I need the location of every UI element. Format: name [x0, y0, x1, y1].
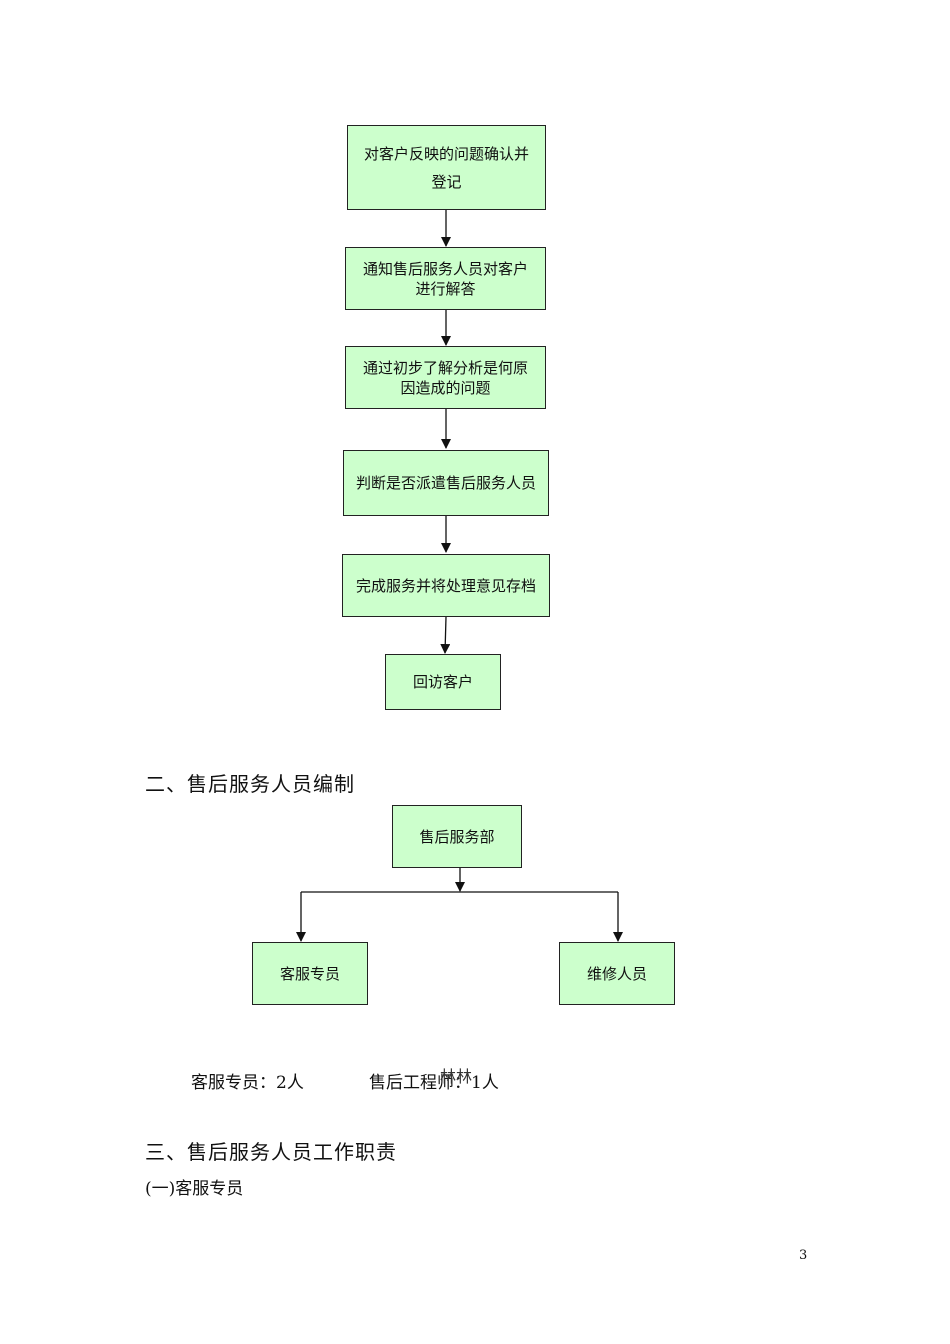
flow-step-2: 通知售后服务人员对客户进行解答: [345, 247, 546, 310]
watermark-text: 林林: [440, 1067, 473, 1086]
subsection-customer-service: (一)客服专员: [145, 1179, 244, 1199]
org-customer-service: 客服专员: [252, 942, 368, 1005]
flow-step-4: 判断是否派遣售后服务人员: [343, 450, 549, 516]
org-root-dept: 售后服务部: [392, 805, 522, 868]
section-3-heading: 三、售后服务人员工作职责: [145, 1140, 397, 1164]
section-2-heading: 二、售后服务人员编制: [145, 772, 355, 796]
flow-step-6: 回访客户: [385, 654, 501, 710]
org-maintenance-staff: 维修人员: [559, 942, 675, 1005]
staff-count-customer-service: 客服专员：2人: [191, 1073, 304, 1093]
flow-step-3: 通过初步了解分析是何原因造成的问题: [345, 346, 546, 409]
page-number: 3: [799, 1248, 808, 1263]
flow-arrow-5: [440, 616, 451, 654]
flow-step-1: 对客户反映的问题确认并登记: [347, 125, 546, 210]
flow-step-5: 完成服务并将处理意见存档: [342, 554, 550, 617]
staff-count-engineer: 售后工程师：1人: [369, 1073, 499, 1093]
